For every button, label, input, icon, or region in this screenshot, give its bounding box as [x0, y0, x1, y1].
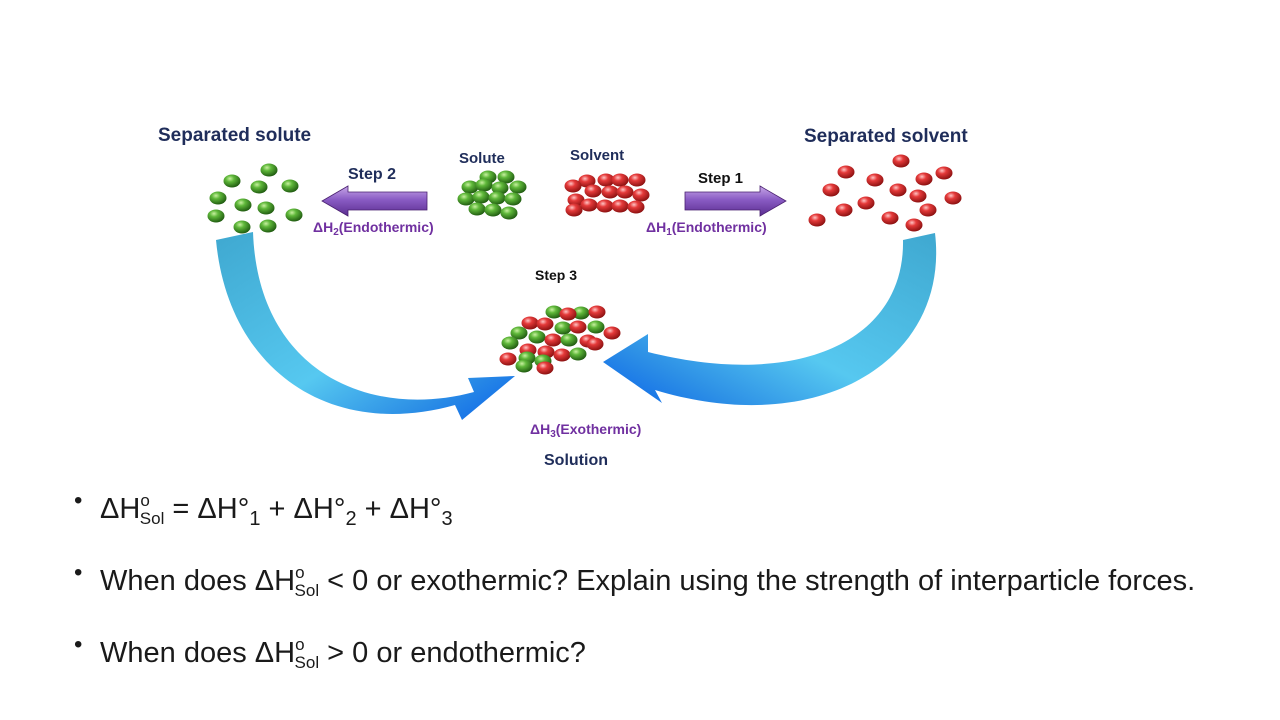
bullet-endothermic-question: When does ΔHoSol > 0 or endothermic? [74, 626, 1224, 682]
bullet-list: ΔHoSol = ΔH°1 + ΔH°2 + ΔH°3 When does ΔH… [74, 482, 1224, 698]
solvent-particle [565, 203, 583, 217]
solution-particle [560, 333, 578, 347]
solvent-particle [909, 189, 927, 203]
solvent-particle [580, 198, 598, 212]
solution-particle [572, 306, 590, 320]
solute-particle [250, 180, 268, 194]
solvent-particle [822, 183, 840, 197]
delta-h3-label: ΔH3(Exothermic) [530, 421, 642, 440]
solution-particle [569, 347, 587, 361]
solvent-particle [616, 185, 634, 199]
solvent-particle [919, 203, 937, 217]
solute-particle [461, 180, 479, 194]
separated-solvent-particles [808, 154, 962, 232]
solute-particle [484, 203, 502, 217]
solvent-particle [584, 184, 602, 198]
solute-particle [497, 170, 515, 184]
solvent-particle [935, 166, 953, 180]
step1-arrow [684, 185, 787, 217]
solution-particle [554, 321, 572, 335]
solvent-particle [905, 218, 923, 232]
solution-particle [536, 317, 554, 331]
solution-particle [521, 316, 539, 330]
right-curved-arrow [603, 233, 937, 406]
solute-label: Solute [459, 150, 505, 167]
solute-particle [223, 174, 241, 188]
solute-particle [233, 220, 251, 234]
solute-particle [475, 178, 493, 192]
solution-particle [588, 305, 606, 319]
left-curved-arrow [216, 232, 515, 420]
solute-particle [285, 208, 303, 222]
solvent-particle [892, 154, 910, 168]
solution-particle [515, 359, 533, 373]
solution-particle [510, 326, 528, 340]
solute-particle [234, 198, 252, 212]
solute-particle [491, 181, 509, 195]
solvent-particle [564, 179, 582, 193]
solution-particle [536, 361, 554, 375]
solvent-particle [837, 165, 855, 179]
solution-particle [559, 307, 577, 321]
solvent-particle [578, 174, 596, 188]
solution-particle [587, 320, 605, 334]
solution-particle [545, 305, 563, 319]
delta-h2-label: ΔH2(Endothermic) [313, 219, 434, 238]
solvent-particle [915, 172, 933, 186]
solution-particle [501, 336, 519, 350]
solvent-particle [632, 188, 650, 202]
solute-particle [504, 192, 522, 206]
delta-h1-label: ΔH1(Endothermic) [646, 219, 767, 238]
solvent-label: Solvent [570, 147, 625, 164]
solution-particle [586, 337, 604, 351]
solute-particle [488, 191, 506, 205]
solute-particle [257, 201, 275, 215]
solute-particle [457, 192, 475, 206]
solvent-particle [596, 199, 614, 213]
solvent-particles [564, 173, 650, 217]
solution-particle [544, 333, 562, 347]
solute-particle [281, 179, 299, 193]
solution-label: Solution [544, 452, 608, 469]
solution-particles [499, 305, 621, 375]
step2-arrow [321, 185, 428, 217]
solution-particle [499, 352, 517, 366]
solvent-particle [611, 173, 629, 187]
solution-particle [569, 320, 587, 334]
bullet-exothermic-question: When does ΔHoSol < 0 or exothermic? Expl… [74, 554, 1224, 610]
solvent-particle [808, 213, 826, 227]
separated-solvent-label: Separated solvent [804, 126, 968, 147]
solvent-particle [567, 193, 585, 207]
solvent-particle [857, 196, 875, 210]
solvent-particle [628, 173, 646, 187]
solute-particle [259, 219, 277, 233]
bullet-equation: ΔHoSol = ΔH°1 + ΔH°2 + ΔH°3 [74, 482, 1224, 538]
solvent-particle [881, 211, 899, 225]
solvent-particle [627, 200, 645, 214]
solute-particle [500, 206, 518, 220]
solute-particle [509, 180, 527, 194]
solvent-particle [597, 173, 615, 187]
solution-particle [528, 330, 546, 344]
solution-particle [553, 348, 571, 362]
solute-particle [472, 190, 490, 204]
step1-label: Step 1 [698, 170, 744, 187]
solute-particle [260, 163, 278, 177]
step2-label: Step 2 [348, 166, 397, 183]
solute-particles [457, 170, 527, 220]
separated-solute-label: Separated solute [158, 125, 312, 146]
solvent-particle [866, 173, 884, 187]
solvent-particle [601, 185, 619, 199]
step3-label: Step 3 [535, 267, 578, 283]
solvent-particle [835, 203, 853, 217]
solution-particle [603, 326, 621, 340]
solvent-particle [611, 199, 629, 213]
solvent-particle [944, 191, 962, 205]
solvent-particle [889, 183, 907, 197]
solute-particle [207, 209, 225, 223]
separated-solute-particles [207, 163, 303, 234]
solute-particle [468, 202, 486, 216]
solute-particle [209, 191, 227, 205]
